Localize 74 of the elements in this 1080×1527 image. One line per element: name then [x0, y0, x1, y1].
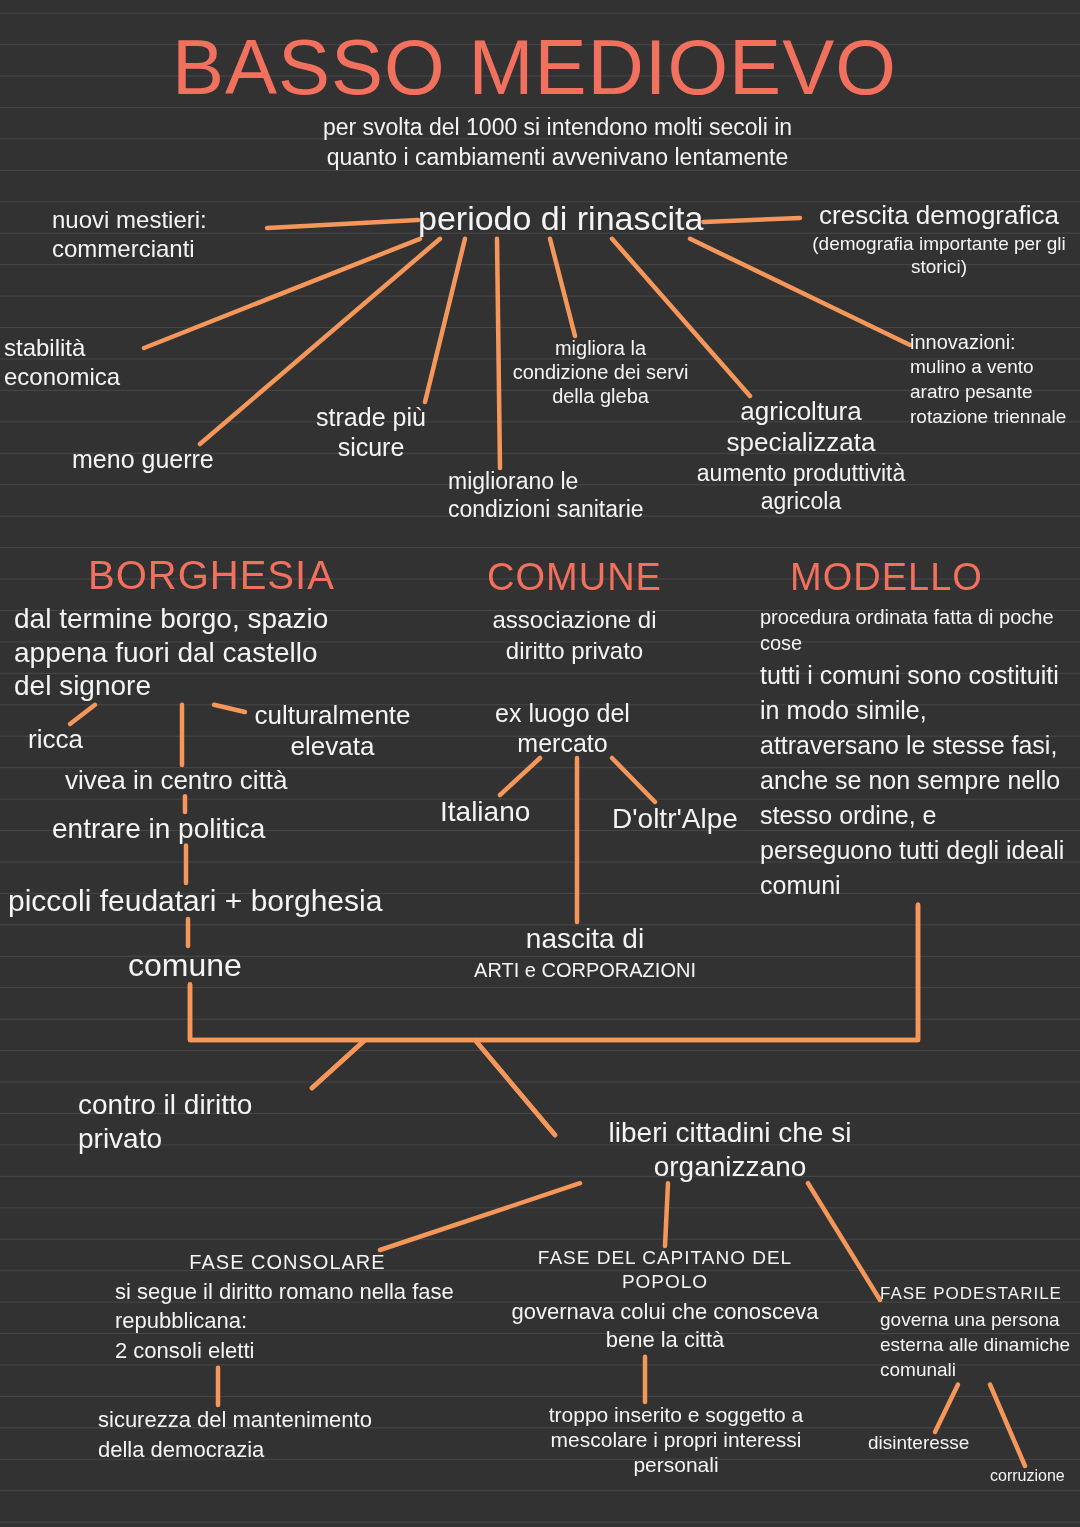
connector-line	[805, 1180, 883, 1303]
note-text: crescita demografica	[819, 200, 1059, 232]
phase-heading: FASE PODESTARILE	[880, 1284, 1062, 1305]
connector-line	[197, 236, 443, 447]
connector-line	[609, 236, 753, 399]
connector-line	[211, 702, 248, 715]
connector-line	[574, 755, 580, 925]
note-text: innovazioni:	[910, 330, 1016, 354]
concept-label: vivea in centro città	[65, 765, 288, 797]
note-text: mulino a vento	[910, 356, 1034, 379]
concept-label: entrare in politica	[52, 812, 266, 846]
connector-line	[687, 236, 913, 348]
concept-label: culturalmente elevata	[245, 700, 420, 763]
concept-label: ex luogo del mercato	[475, 698, 650, 758]
phase-heading: FASE DEL CAPITANO DEL POPOLO	[536, 1246, 794, 1294]
connector-line	[609, 755, 658, 805]
connector-line	[932, 1382, 961, 1435]
section-heading: BORGHESIA	[88, 552, 335, 598]
connector-line	[987, 1382, 1028, 1469]
concept-label: piccoli feudatari + borghesia	[8, 883, 383, 919]
note-text: si segue il diritto romano nella fase repubblicana:	[115, 1278, 455, 1335]
section-heading: COMUNE	[487, 556, 662, 600]
concept-label: Italiano	[440, 795, 531, 829]
connector-line	[67, 702, 98, 727]
note-text: (demografia importante per gli storici)	[811, 233, 1067, 279]
connector-line	[377, 1180, 583, 1253]
concept-label: strade più sicure	[296, 402, 446, 462]
connector-line	[497, 755, 543, 798]
concept-label: stabilità economica	[4, 334, 144, 392]
concept-label: contro il diritto privato	[78, 1088, 328, 1156]
concept-label: ricca	[28, 724, 83, 756]
concept-label: meno guerre	[72, 444, 214, 474]
note-text: agricoltura specializzata	[725, 396, 877, 459]
concept-label: nuovi mestieri: commercianti	[52, 206, 267, 264]
note-text: procedura ordinata fatta di poche cose	[760, 604, 1055, 656]
connector-line	[494, 236, 503, 471]
connector-line	[182, 793, 188, 815]
concept-label: sicurezza del mantenimento della democrazia	[98, 1405, 398, 1465]
connector-line	[179, 702, 185, 768]
concept-label: periodo di rinascita	[418, 198, 704, 239]
note-text: nascita di	[525, 922, 645, 956]
section-heading: MODELLO	[790, 556, 983, 600]
title: BASSO MEDIOEVO	[172, 28, 897, 106]
note-text: tutti i comuni sono costituiti in modo simile, attraversano le stesse fasi, anche se non sempre nello stesso ordine, e perseguono tutti degli ideali comuni	[760, 659, 1066, 901]
note-text: dal termine borgo, spazio appena fuori dal castello del signore	[14, 602, 330, 703]
connector-line	[264, 217, 421, 231]
connector-line	[422, 236, 468, 405]
concept-label: migliorano le condizioni sanitarie	[448, 468, 673, 524]
note-text: ARTI e CORPORAZIONI	[474, 957, 696, 982]
connector-line	[701, 215, 803, 225]
concept-label: migliora la condizione dei servi della gleba	[508, 336, 693, 408]
connector-line	[185, 916, 191, 949]
note-text: rotazione triennale	[910, 405, 1067, 429]
concept-label: corruzione	[990, 1466, 1065, 1486]
concept-label: liberi cittadini che si organizzano	[555, 1116, 905, 1184]
connector-line	[215, 1365, 221, 1408]
note-text: 2 consoli eletti	[115, 1337, 255, 1366]
concept-label: comune	[128, 946, 242, 985]
note-text: governava colui che conosceva bene la città	[510, 1297, 820, 1355]
concept-label: disinteresse	[868, 1432, 970, 1455]
concept-label: D'oltr'Alpe	[612, 802, 738, 836]
note-text: aratro pesante	[910, 380, 1033, 404]
connector-line	[472, 902, 921, 1138]
phase-heading: FASE CONSOLARE	[189, 1250, 386, 1274]
connector-line	[547, 236, 578, 339]
subtitle-note: per svolta del 1000 si intendono molti secoli in quanto i cambiamenti avvenivano lentamente	[321, 113, 794, 172]
note-text: aumento produttività agricola	[695, 460, 907, 516]
connector-line	[183, 843, 189, 886]
note-text: governa una persona esterna alle dinamiche comunali	[880, 1308, 1072, 1382]
connector-line	[642, 1354, 648, 1405]
connector-line	[141, 236, 423, 351]
concept-label: troppo inserito e soggetto a mescolare i propri interessi personali	[545, 1402, 807, 1478]
connector-line	[662, 1180, 671, 1249]
note-text: associazione di diritto privato	[491, 604, 658, 666]
